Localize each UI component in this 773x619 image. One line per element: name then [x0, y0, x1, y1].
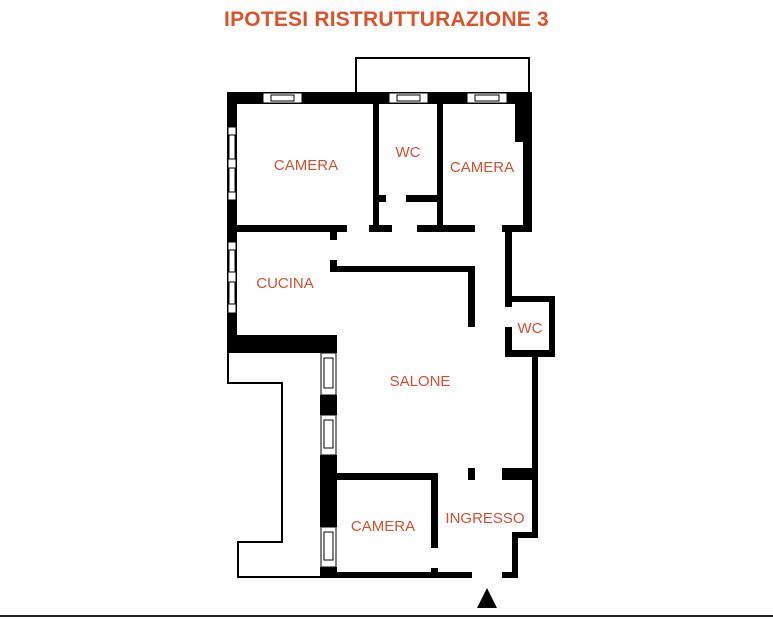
walls [227, 57, 555, 578]
room-label-camera-ne: CAMERA [450, 159, 514, 176]
room-label-camera-nw: CAMERA [274, 157, 338, 174]
window [320, 526, 337, 568]
room-label-salone: SALONE [390, 373, 451, 390]
entrance-arrow-icon [477, 588, 497, 608]
windows [227, 92, 508, 568]
room-label-ingresso: INGRESSO [445, 510, 524, 527]
window [227, 126, 237, 201]
room-label-camera-south: CAMERA [351, 518, 415, 535]
window [466, 92, 508, 104]
bottom-border [0, 615, 773, 617]
window [320, 414, 337, 456]
window [227, 241, 237, 314]
window [320, 352, 337, 396]
room-label-wc-east: WC [518, 320, 543, 337]
window [262, 92, 303, 104]
room-label-wc-north: WC [396, 144, 421, 161]
room-label-cucina: CUCINA [256, 275, 314, 292]
plan-title: IPOTESI RISTRUTTURAZIONE 3 [224, 8, 549, 31]
window [388, 92, 429, 104]
